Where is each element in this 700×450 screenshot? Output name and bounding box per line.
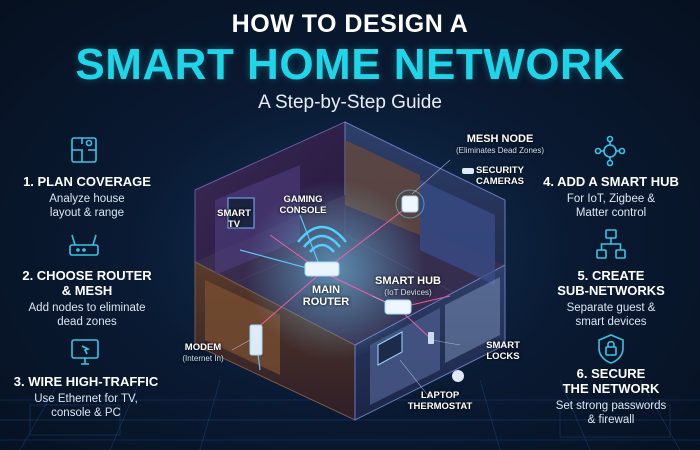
step-5-title-2: SUB-NETWORKS — [557, 283, 665, 298]
title-line-1: HOW TO DESIGN A — [231, 10, 469, 38]
smart-tv-device — [227, 197, 255, 229]
security-label-1: SECURITY — [475, 165, 525, 176]
security-label-2: CAMERAS — [475, 176, 525, 187]
smart-tv-label-2: TV — [227, 219, 241, 230]
smart-lock-device — [428, 332, 434, 344]
laptop-device — [377, 331, 403, 366]
callout-smart-tv: SMART TV — [214, 208, 254, 230]
step-2-desc-1: Add nodes to eliminate — [28, 302, 146, 314]
step-3-desc-1: Use Ethernet for TV, — [34, 393, 138, 405]
step-3-desc-2: console & PC — [51, 407, 121, 419]
step-1-desc-1: Analyze house — [49, 193, 125, 205]
smart-locks-label-2: LOCKS — [486, 351, 520, 362]
step-2-desc-2: dead zones — [57, 316, 117, 328]
monitor-icon — [71, 339, 99, 365]
laptop-label: LAPTOP — [420, 390, 460, 401]
modem-sub: (Internet In) — [182, 354, 224, 363]
smart-tv-label-1: SMART — [217, 208, 251, 219]
callout-main-router: MAIN ROUTER — [296, 284, 356, 308]
step-4: 4. ADD A SMART HUB For IoT, Zigbee & Matt… — [536, 174, 686, 220]
smart-hub-device — [384, 299, 412, 315]
modem-device — [249, 324, 263, 356]
step-5-desc-1: Separate guest & — [566, 302, 656, 314]
mesh-node-sub: (Eliminates Dead Zones) — [455, 146, 545, 155]
main-router-label-1: MAIN — [311, 284, 341, 296]
step-1-desc-2: layout & range — [49, 207, 125, 219]
main-router-device — [297, 225, 347, 277]
step-2-title-1: 2. CHOOSE ROUTER — [22, 268, 152, 283]
title-line-2: SMART HOME NETWORK — [75, 40, 625, 89]
callout-security-cameras: SECURITY CAMERAS — [470, 165, 530, 187]
camera-device — [462, 168, 474, 174]
callout-modem: MODEM (Internet In) — [168, 342, 238, 364]
callout-mesh-node: MESH NODE (Eliminates Dead Zones) — [440, 133, 560, 157]
smart-locks-label-1: SMART — [486, 340, 520, 351]
step-6-desc-1: Set strong passwords — [555, 400, 667, 412]
step-6-desc-2: & firewall — [587, 414, 635, 426]
smart-hub-label: SMART HUB — [375, 275, 441, 287]
step-6-title-2: THE NETWORK — [562, 381, 660, 396]
step-4-title: 4. ADD A SMART HUB — [543, 174, 679, 189]
shield-lock-icon — [598, 334, 624, 364]
step-1: 1. PLAN COVERAGE Analyze house layout & r… — [12, 174, 162, 220]
floorplan-icon — [71, 137, 97, 163]
step-2-title-2: & MESH — [61, 283, 113, 298]
callout-smart-hub: SMART HUB (IoT Devices) — [368, 275, 448, 299]
network-tree-icon — [596, 229, 626, 259]
step-6-title-1: 6. SECURE — [576, 366, 646, 381]
house-body — [194, 121, 506, 421]
smart-hub-sub: (IoT Devices) — [384, 288, 432, 297]
gaming-label-1: GAMING — [283, 194, 323, 205]
step-4-desc-2: Matter control — [575, 207, 647, 219]
callout-gaming-console: GAMING CONSOLE — [278, 194, 328, 216]
callout-laptop-thermostat: LAPTOP THERMOSTAT — [395, 390, 485, 412]
step-5-title-1: 5. CREATE — [577, 268, 645, 283]
router-icon — [69, 234, 99, 256]
thermostat-device — [452, 370, 464, 382]
thermostat-label: THERMOSTAT — [407, 401, 473, 412]
gaming-label-2: CONSOLE — [279, 205, 327, 216]
step-4-desc-1: For IoT, Zigbee & — [566, 193, 656, 205]
step-3-title: 3. WIRE HIGH-TRAFFIC — [13, 374, 159, 389]
step-2: 2. CHOOSE ROUTER& MESH Add nodes to elim… — [12, 268, 162, 329]
subtitle: A Step-by-Step Guide — [258, 92, 442, 113]
main-router-label-2: ROUTER — [302, 296, 350, 308]
step-3: 3. WIRE HIGH-TRAFFIC Use Ethernet for TV… — [6, 374, 166, 420]
modem-label: MODEM — [184, 342, 222, 353]
hub-icon — [594, 135, 626, 167]
mesh-node-device — [401, 195, 419, 213]
step-5-desc-2: smart devices — [575, 316, 647, 328]
step-1-title: 1. PLAN COVERAGE — [23, 174, 151, 189]
mesh-node-label: MESH NODE — [466, 133, 534, 145]
blueprint-grid — [0, 379, 700, 450]
callout-smart-locks: SMART LOCKS — [478, 340, 528, 362]
